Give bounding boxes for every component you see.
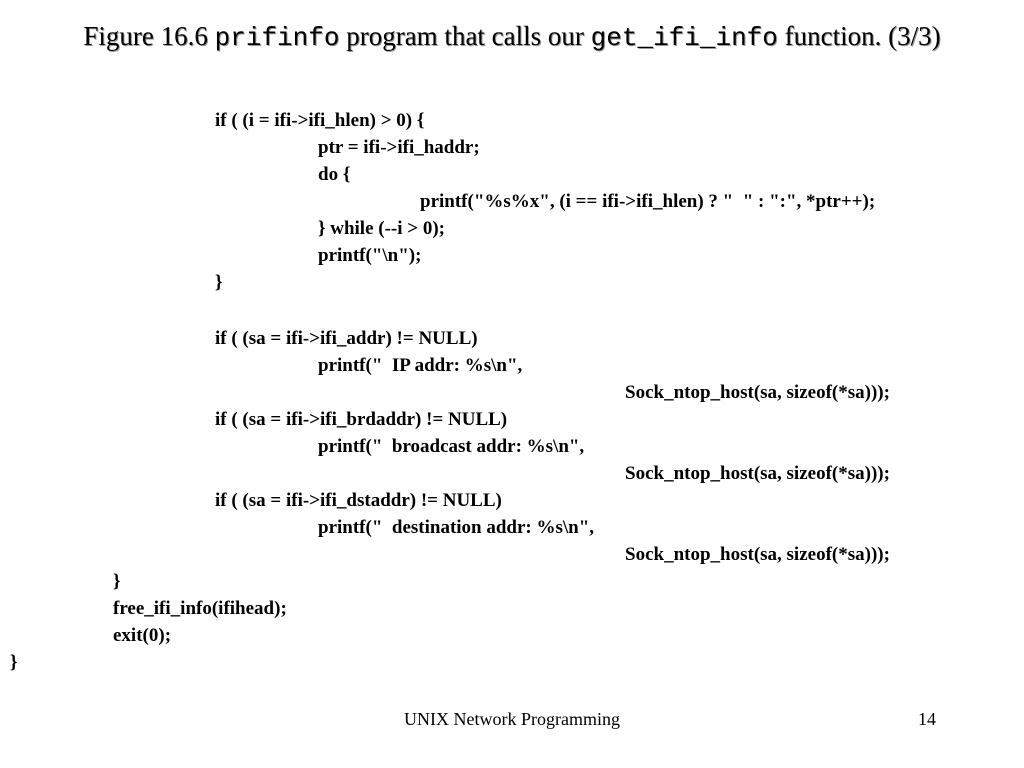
code-line: if ( (sa = ifi->ifi_brdaddr) != NULL) xyxy=(215,409,508,430)
code-line: printf("%s%x", (i == ifi->ifi_hlen) ? " … xyxy=(420,191,876,212)
code-line: Sock_ntop_host(sa, sizeof(*sa))); xyxy=(625,463,890,484)
footer-page-number: 14 xyxy=(918,709,936,729)
title-program-name: prifinfo xyxy=(214,23,340,53)
footer-course-title: UNIX Network Programming xyxy=(404,709,620,729)
code-line: do { xyxy=(318,164,351,185)
title-function-name: get_ifi_info xyxy=(590,23,778,53)
code-listing: if ( (i = ifi->ifi_hlen) > 0) { ptr = if… xyxy=(0,108,1024,688)
code-line: Sock_ntop_host(sa, sizeof(*sa))); xyxy=(625,544,890,565)
code-line: } xyxy=(10,652,18,673)
code-line: printf(" destination addr: %s\n", xyxy=(318,517,595,538)
code-line: exit(0); xyxy=(113,625,172,646)
code-line: printf(" IP addr: %s\n", xyxy=(318,355,523,376)
title-end-text: function. (3/3) xyxy=(777,21,941,51)
title-figure-label: Figure 16.6 xyxy=(83,21,215,51)
code-line: } xyxy=(215,272,223,293)
code-line: if ( (sa = ifi->ifi_addr) != NULL) xyxy=(215,328,478,349)
code-line: ptr = ifi->ifi_haddr; xyxy=(318,137,480,158)
code-line: } while (--i > 0); xyxy=(318,218,446,239)
code-line: free_ifi_info(ifihead); xyxy=(113,598,287,619)
code-line: printf(" broadcast addr: %s\n", xyxy=(318,436,585,457)
title-middle-text: program that calls our xyxy=(339,21,591,51)
slide-title: Figure 16.6 prifinfo program that calls … xyxy=(0,18,1024,56)
code-line: if ( (sa = ifi->ifi_dstaddr) != NULL) xyxy=(215,490,502,511)
code-line: if ( (i = ifi->ifi_hlen) > 0) { xyxy=(215,110,425,131)
code-line: Sock_ntop_host(sa, sizeof(*sa))); xyxy=(625,382,890,403)
code-line: printf("\n"); xyxy=(318,245,422,266)
code-line: } xyxy=(113,571,121,592)
